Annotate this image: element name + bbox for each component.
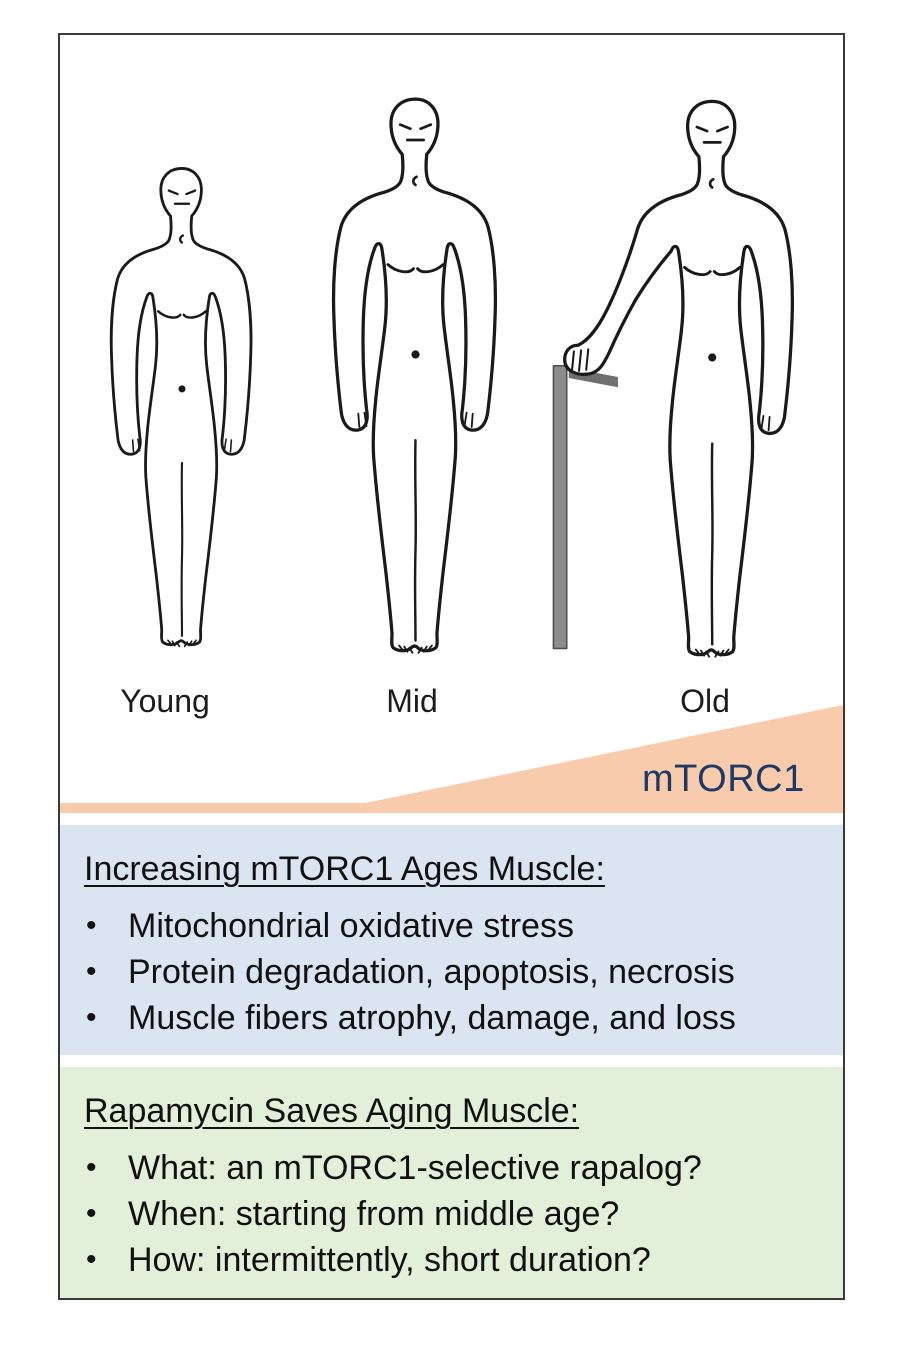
- list-item: What: an mTORC1-selective rapalog?: [60, 1145, 843, 1191]
- face-details: [695, 125, 729, 189]
- old-man-figure: [552, 99, 795, 658]
- body-outline: [331, 97, 498, 653]
- chest-lines: [156, 310, 208, 319]
- list-item: Mitochondrial oxidative stress: [60, 903, 843, 949]
- mtorc1-effects-list: Mitochondrial oxidative stress Protein d…: [60, 903, 843, 1041]
- hand-toe-marks: [357, 411, 474, 654]
- face-details: [398, 123, 433, 187]
- list-item: How: intermittently, short duration?: [60, 1237, 843, 1283]
- list-item: When: starting from middle age?: [60, 1191, 843, 1237]
- chest-lines: [386, 263, 445, 274]
- stage-label-old: Old: [680, 683, 730, 719]
- hand-toe-marks: [694, 415, 771, 658]
- mtorc1-gradient-label: mTORC1: [642, 758, 805, 800]
- stage-label-young: Young: [120, 683, 210, 719]
- body-outline: [563, 99, 795, 657]
- rapamycin-questions-box: Rapamycin Saves Aging Muscle: What: an m…: [60, 1067, 843, 1298]
- face-details: [167, 189, 197, 244]
- cane-grip-fingers: [570, 348, 590, 373]
- list-item: Muscle fibers atrophy, damage, and loss: [60, 995, 843, 1041]
- rapamycin-questions-list: What: an mTORC1-selective rapalog? When:…: [60, 1145, 843, 1283]
- leg-divider-line: [413, 439, 418, 642]
- figure-frame: Young Mid Old mTORC1 Increasing mTORC1 A…: [58, 33, 845, 1300]
- cane: [552, 364, 618, 650]
- navel: [708, 353, 717, 362]
- navel: [411, 350, 420, 359]
- middle-aged-man-figure: [331, 97, 498, 654]
- rapamycin-questions-heading: Rapamycin Saves Aging Muscle:: [84, 1092, 580, 1130]
- leg-divider-line: [180, 461, 184, 637]
- leg-divider-line: [710, 442, 714, 646]
- mtorc1-effects-heading: Increasing mTORC1 Ages Muscle:: [84, 850, 605, 888]
- list-item: Protein degradation, apoptosis, necrosis: [60, 949, 843, 995]
- mtorc1-effects-box: Increasing mTORC1 Ages Muscle: Mitochond…: [60, 825, 843, 1055]
- navel: [178, 385, 186, 393]
- stage-label-mid: Mid: [386, 683, 438, 719]
- young-man-figure: [109, 167, 253, 648]
- body-outline: [109, 167, 253, 647]
- hand-toe-marks: [131, 438, 233, 648]
- chest-lines: [683, 265, 742, 277]
